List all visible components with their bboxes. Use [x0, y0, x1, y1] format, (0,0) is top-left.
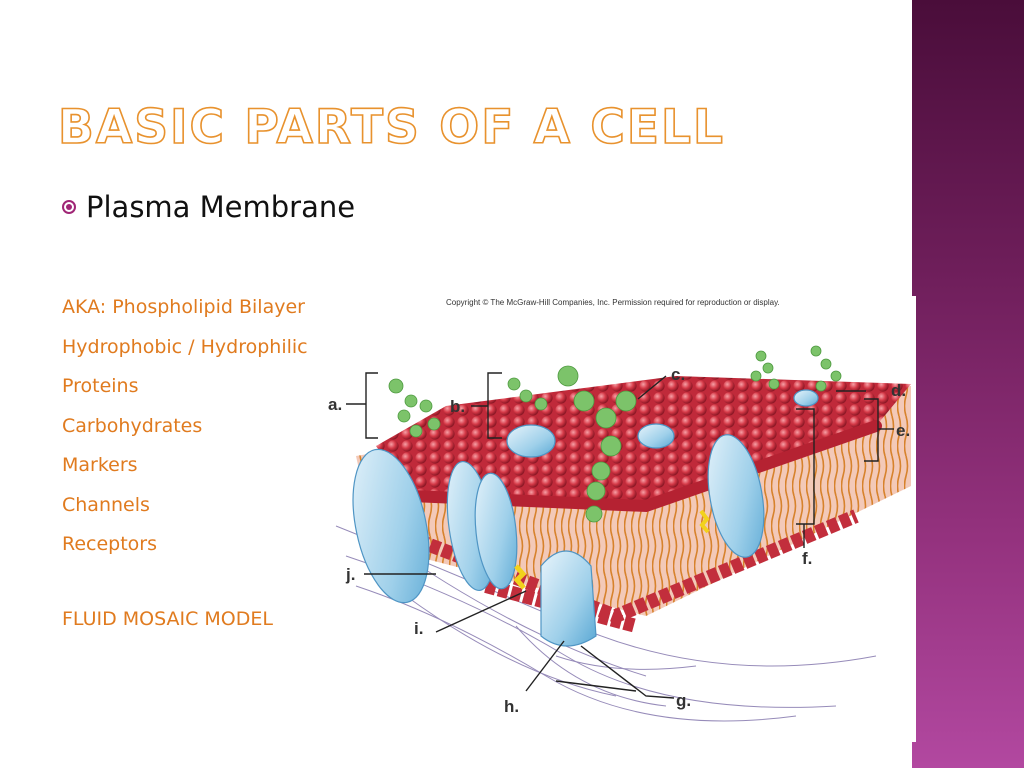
list-item: Markers: [62, 454, 138, 476]
label-c: c.: [671, 365, 685, 384]
label-e: e.: [896, 421, 910, 440]
bullet-text: Plasma Membrane: [86, 190, 356, 224]
main-bullet: Plasma Membrane: [62, 190, 355, 224]
copyright-notice: Copyright © The McGraw-Hill Companies, I…: [446, 298, 780, 307]
list-item: Channels: [62, 493, 150, 516]
decorative-side-bar: [912, 0, 1024, 768]
label-h: h.: [504, 697, 519, 716]
label-f: f.: [802, 549, 812, 568]
list-item: Hydrophobic / Hydrophilic: [62, 335, 308, 358]
label-j: j.: [345, 565, 355, 584]
list-item: Proteins: [62, 375, 139, 397]
label-i: i.: [414, 619, 423, 638]
carbohydrate-chains: [388, 345, 842, 523]
label-a: a.: [328, 395, 342, 414]
list-item: AKA: Phospholipid Bilayer: [62, 296, 305, 318]
label-b: b.: [450, 397, 465, 416]
cholesterol-mark: [699, 509, 710, 534]
list-item: Receptors: [62, 533, 158, 555]
list-item: Carbohydrates: [62, 414, 203, 437]
membrane-diagram: a. b. c. d. e. f. g. h. i. j.: [328, 345, 911, 722]
model-label: FLUID MOSAIC MODEL: [62, 608, 273, 630]
membrane-figure: Copyright © The McGraw-Hill Companies, I…: [316, 296, 916, 742]
cholesterol-mark: [513, 564, 527, 590]
label-d: d.: [891, 381, 906, 400]
label-g: g.: [676, 691, 691, 710]
label-leaders: [346, 372, 894, 699]
radio-bullet-icon: [62, 200, 76, 214]
membrane-proteins: [352, 389, 819, 647]
feature-list: AKA: Phospholipid Bilayer Hydrophobic / …: [62, 293, 308, 570]
slide-title: Basic Parts of a Cell: [57, 99, 725, 156]
